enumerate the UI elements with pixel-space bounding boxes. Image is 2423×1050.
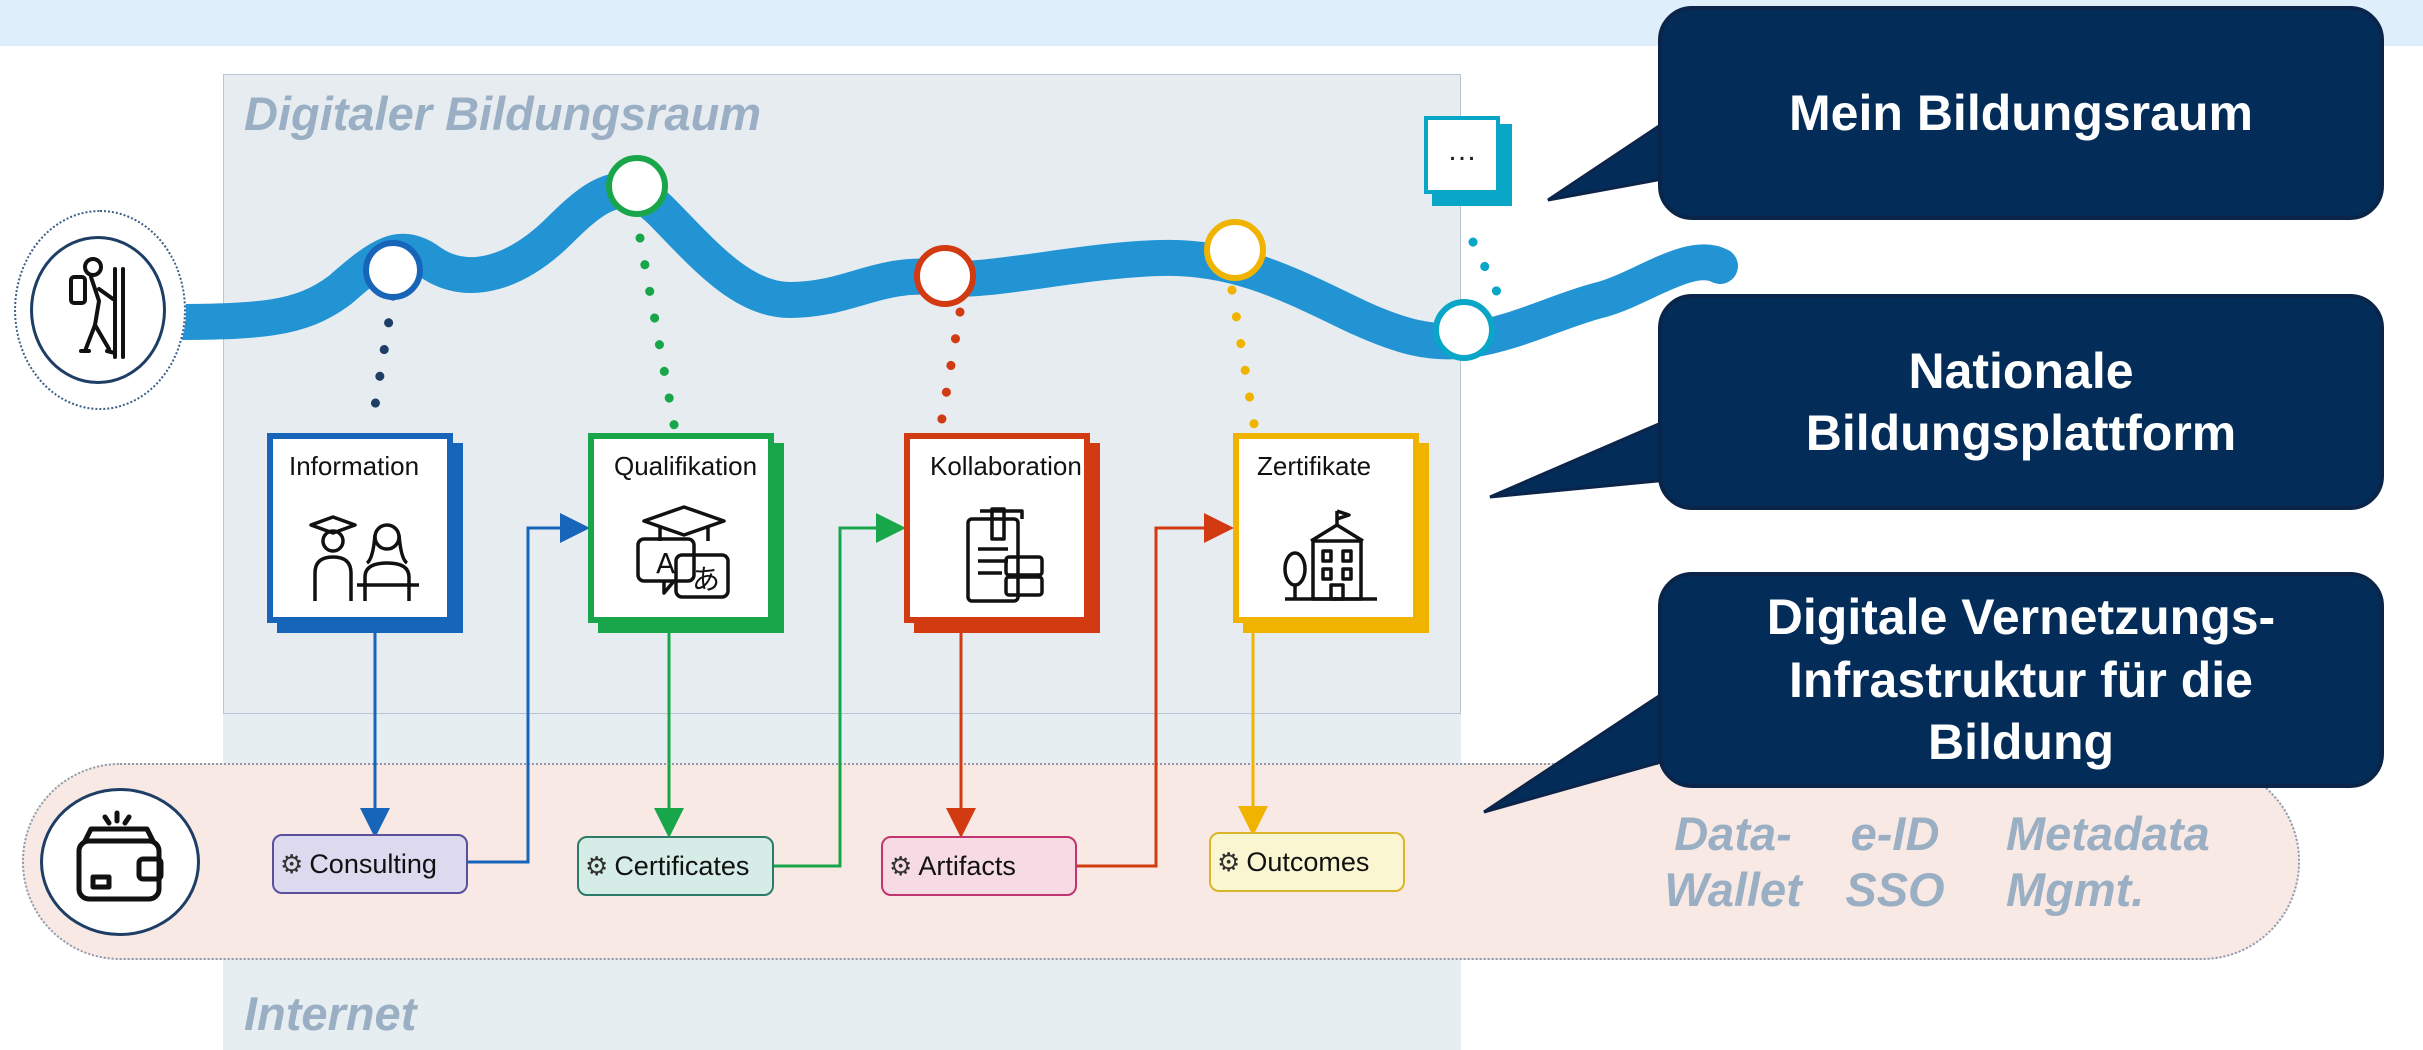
pill-certificates[interactable]: ⚙ Certificates	[577, 836, 774, 896]
callout-nationale-bildungsplattform: Nationale Bildungsplattform	[1658, 294, 2384, 510]
dotted-connector-5	[1468, 237, 1502, 297]
pill-certificates-label: Certificates	[614, 850, 750, 881]
callout-tail-1	[1547, 117, 1670, 202]
dotted-connector-1	[368, 291, 398, 423]
card-information-title: Information	[289, 451, 420, 481]
pill-consulting-label: Consulting	[309, 848, 437, 879]
callout-mein-bildungsraum: Mein Bildungsraum	[1658, 6, 2384, 220]
gear-icon: ⚙	[585, 850, 609, 881]
feature-metadata-mgmt: Metadata Mgmt.	[2006, 807, 2210, 917]
svg-text:あ: あ	[692, 563, 720, 596]
callout-digitale-vernetzungs-infrastruktur: Digitale Vernetzungs-Infrastruktur für d…	[1658, 572, 2384, 788]
feature-data-wallet: Data- Wallet	[1664, 807, 1802, 917]
wallet-icon	[76, 810, 164, 902]
dotted-connector-4	[1227, 285, 1260, 435]
milestone-future	[1433, 299, 1495, 361]
card-zertifikate-title: Zertifikate	[1257, 451, 1372, 481]
milestone-qualifikation	[606, 155, 668, 217]
pill-consulting[interactable]: ⚙ Consulting	[272, 834, 468, 894]
arrow-consulting-qualifikation	[468, 513, 590, 864]
arrow-artifacts-zertifikate	[1077, 513, 1234, 868]
card-qualifikation-title: Qualifikation	[614, 451, 758, 481]
dotted-connector-3	[935, 307, 965, 435]
school-building-icon	[1283, 509, 1377, 601]
hiker-circle	[30, 236, 166, 384]
hiker-icon	[69, 257, 125, 359]
gear-icon: ⚙	[280, 848, 304, 879]
documents-icon	[966, 507, 1044, 603]
milestone-kollaboration	[914, 245, 976, 307]
callout-tail-3	[1483, 687, 1670, 814]
gear-icon: ⚙	[889, 850, 913, 881]
dotted-connector-2	[635, 233, 680, 435]
internet-title: Internet	[244, 987, 417, 1040]
graduation-language-icon: A あ	[636, 505, 730, 599]
card-kollaboration[interactable]: Kollaboration	[904, 433, 1090, 623]
callout-tail-2	[1489, 417, 1670, 499]
pill-artifacts[interactable]: ⚙ Artifacts	[881, 836, 1077, 896]
card-information[interactable]: Information	[267, 433, 453, 623]
ellipsis-card: …	[1424, 116, 1500, 194]
gear-icon: ⚙	[1217, 846, 1241, 877]
teacher-student-icon	[309, 515, 419, 601]
arrow-certificates-kollaboration	[774, 513, 906, 868]
card-qualifikation[interactable]: Qualifikation A あ	[588, 433, 774, 623]
wallet-circle	[40, 788, 200, 936]
pill-outcomes[interactable]: ⚙ Outcomes	[1209, 832, 1405, 892]
pill-outcomes-label: Outcomes	[1246, 846, 1370, 877]
card-zertifikate[interactable]: Zertifikate	[1233, 433, 1419, 623]
milestone-information	[363, 240, 423, 300]
milestone-zertifikate	[1204, 219, 1266, 281]
svg-text:A: A	[656, 547, 675, 580]
card-kollaboration-title: Kollaboration	[930, 451, 1082, 481]
bildungsraum-title: Digitaler Bildungsraum	[244, 87, 762, 140]
pill-artifacts-label: Artifacts	[918, 850, 1016, 881]
feature-eid-sso: e-ID SSO	[1845, 807, 1945, 917]
